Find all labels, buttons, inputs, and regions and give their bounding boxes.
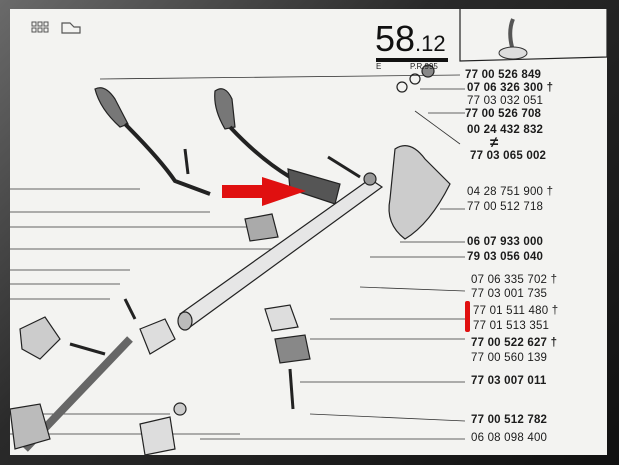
part-number: 07 06 335 702 † xyxy=(471,274,558,286)
leader-lines xyxy=(10,74,466,440)
gear-lever-parts xyxy=(10,64,451,455)
grid-icon xyxy=(31,21,49,33)
part-number: 77 03 007 011 xyxy=(471,375,547,387)
edition-label: E xyxy=(376,62,382,71)
part-number: 77 00 526 708 xyxy=(465,108,542,120)
part-number-highlighted: 77 01 511 480 † xyxy=(473,305,559,317)
not-equal-sign: ≠ xyxy=(490,134,499,151)
part-number: 79 03 056 040 xyxy=(467,251,544,263)
reference-label: P.R.995 xyxy=(410,62,438,71)
part-number-highlighted: 77 01 513 351 xyxy=(473,320,550,332)
part-number: 77 03 032 051 xyxy=(467,95,544,107)
page-number-minor: .12 xyxy=(415,31,446,56)
part-number: 77 00 526 849 xyxy=(465,69,542,81)
part-number: 06 07 933 000 xyxy=(467,236,544,248)
exploded-diagram xyxy=(10,9,607,455)
part-number: 77 03 065 002 xyxy=(470,150,547,162)
inset-gearstick-view xyxy=(459,9,607,62)
red-arrow-indicator xyxy=(222,177,306,206)
part-number: 77 00 512 782 xyxy=(471,414,548,426)
page-number-underline xyxy=(376,58,448,62)
part-number: 06 08 098 400 xyxy=(471,432,548,444)
part-number: 00 24 432 832 xyxy=(467,124,544,136)
part-number: 77 00 522 627 † xyxy=(471,337,558,349)
page-number-major: 58 xyxy=(375,18,416,59)
hand-pointer-icon xyxy=(61,22,81,34)
part-number: 77 00 560 139 xyxy=(471,352,548,364)
part-number: 77 00 512 718 xyxy=(467,201,544,213)
part-number: 07 06 326 300 † xyxy=(467,82,554,94)
red-highlight-bar xyxy=(465,301,470,332)
part-number: 04 28 751 900 † xyxy=(467,186,554,198)
part-number: 77 03 001 735 xyxy=(471,288,548,300)
catalog-page: 58.12 E P.R.995 77 00 526 849 07 06 326 … xyxy=(10,9,607,455)
page-number: 58.12 xyxy=(375,19,446,64)
